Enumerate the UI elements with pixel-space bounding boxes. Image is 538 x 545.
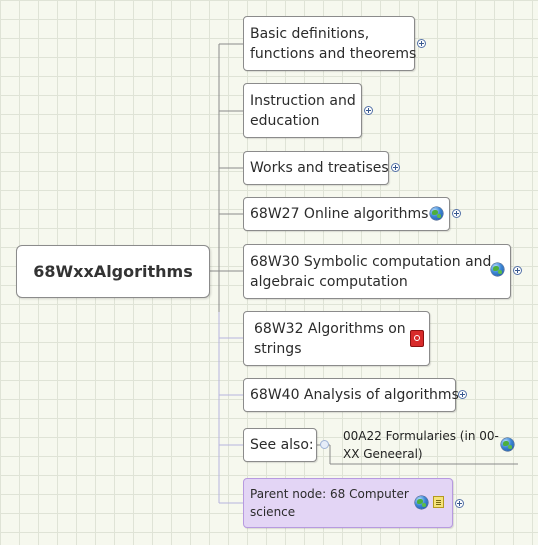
globe-icon[interactable] — [430, 207, 443, 220]
topic-label-line: Basic definitions, — [250, 25, 370, 42]
topic-see-also[interactable]: See also: — [243, 428, 317, 462]
topic-label-line: 68W32 Algorithms on — [254, 320, 406, 337]
topic-68w30[interactable]: 68W30 Symbolic computation and algebraic… — [243, 244, 511, 299]
expand-icon[interactable] — [364, 106, 373, 115]
globe-icon[interactable] — [415, 496, 428, 509]
expand-icon[interactable] — [513, 266, 522, 275]
topic-label: See also: — [250, 437, 314, 453]
topic-label-line: Parent node: 68 Computer — [250, 487, 409, 501]
topic-label: Works and treatises — [250, 160, 389, 176]
topic-label-line: Instruction and — [250, 92, 356, 109]
collapse-icon[interactable] — [320, 440, 329, 449]
note-icon[interactable] — [433, 496, 444, 508]
globe-icon[interactable] — [501, 438, 514, 451]
topic-68w27[interactable]: 68W27 Online algorithms — [243, 197, 450, 231]
expand-icon[interactable] — [452, 209, 461, 218]
pdf-icon[interactable] — [411, 331, 423, 346]
topic-68w40[interactable]: 68W40 Analysis of algorithms — [243, 378, 459, 412]
topic-basic-definitions[interactable]: Basic definitions, functions and theorem… — [243, 16, 417, 71]
topic-label-line: functions and theorems — [250, 45, 417, 62]
expand-icon[interactable] — [455, 499, 464, 508]
subtopic-label-line: 00A22 Formularies (in 00- — [343, 429, 499, 443]
topic-label: 68W40 Analysis of algorithms — [250, 387, 459, 403]
topic-works-treatises[interactable]: Works and treatises — [243, 151, 389, 185]
topic-label: 68W27 Online algorithms — [250, 206, 429, 222]
expand-icon[interactable] — [391, 163, 400, 172]
topic-instruction-education[interactable]: Instruction and education — [243, 83, 362, 138]
central-topic[interactable]: 68WxxAlgorithms — [16, 245, 210, 298]
subtopic-00a22[interactable]: 00A22 Formularies (in 00- XX Geneeral) — [343, 427, 499, 463]
globe-icon[interactable] — [491, 263, 504, 276]
expand-icon[interactable] — [417, 39, 426, 48]
central-topic-label: 68WxxAlgorithms — [33, 262, 193, 281]
expand-icon[interactable] — [458, 390, 467, 399]
subtopic-label-line: XX Geneeral) — [343, 447, 423, 461]
topic-label-line: strings — [254, 340, 302, 357]
topic-label-line: 68W30 Symbolic computation and — [250, 253, 492, 270]
topic-68w32[interactable]: 68W32 Algorithms on strings — [243, 311, 430, 366]
topic-label-line: education — [250, 112, 320, 129]
topic-label-line: science — [250, 505, 296, 519]
topic-label-line: algebraic computation — [250, 273, 408, 290]
